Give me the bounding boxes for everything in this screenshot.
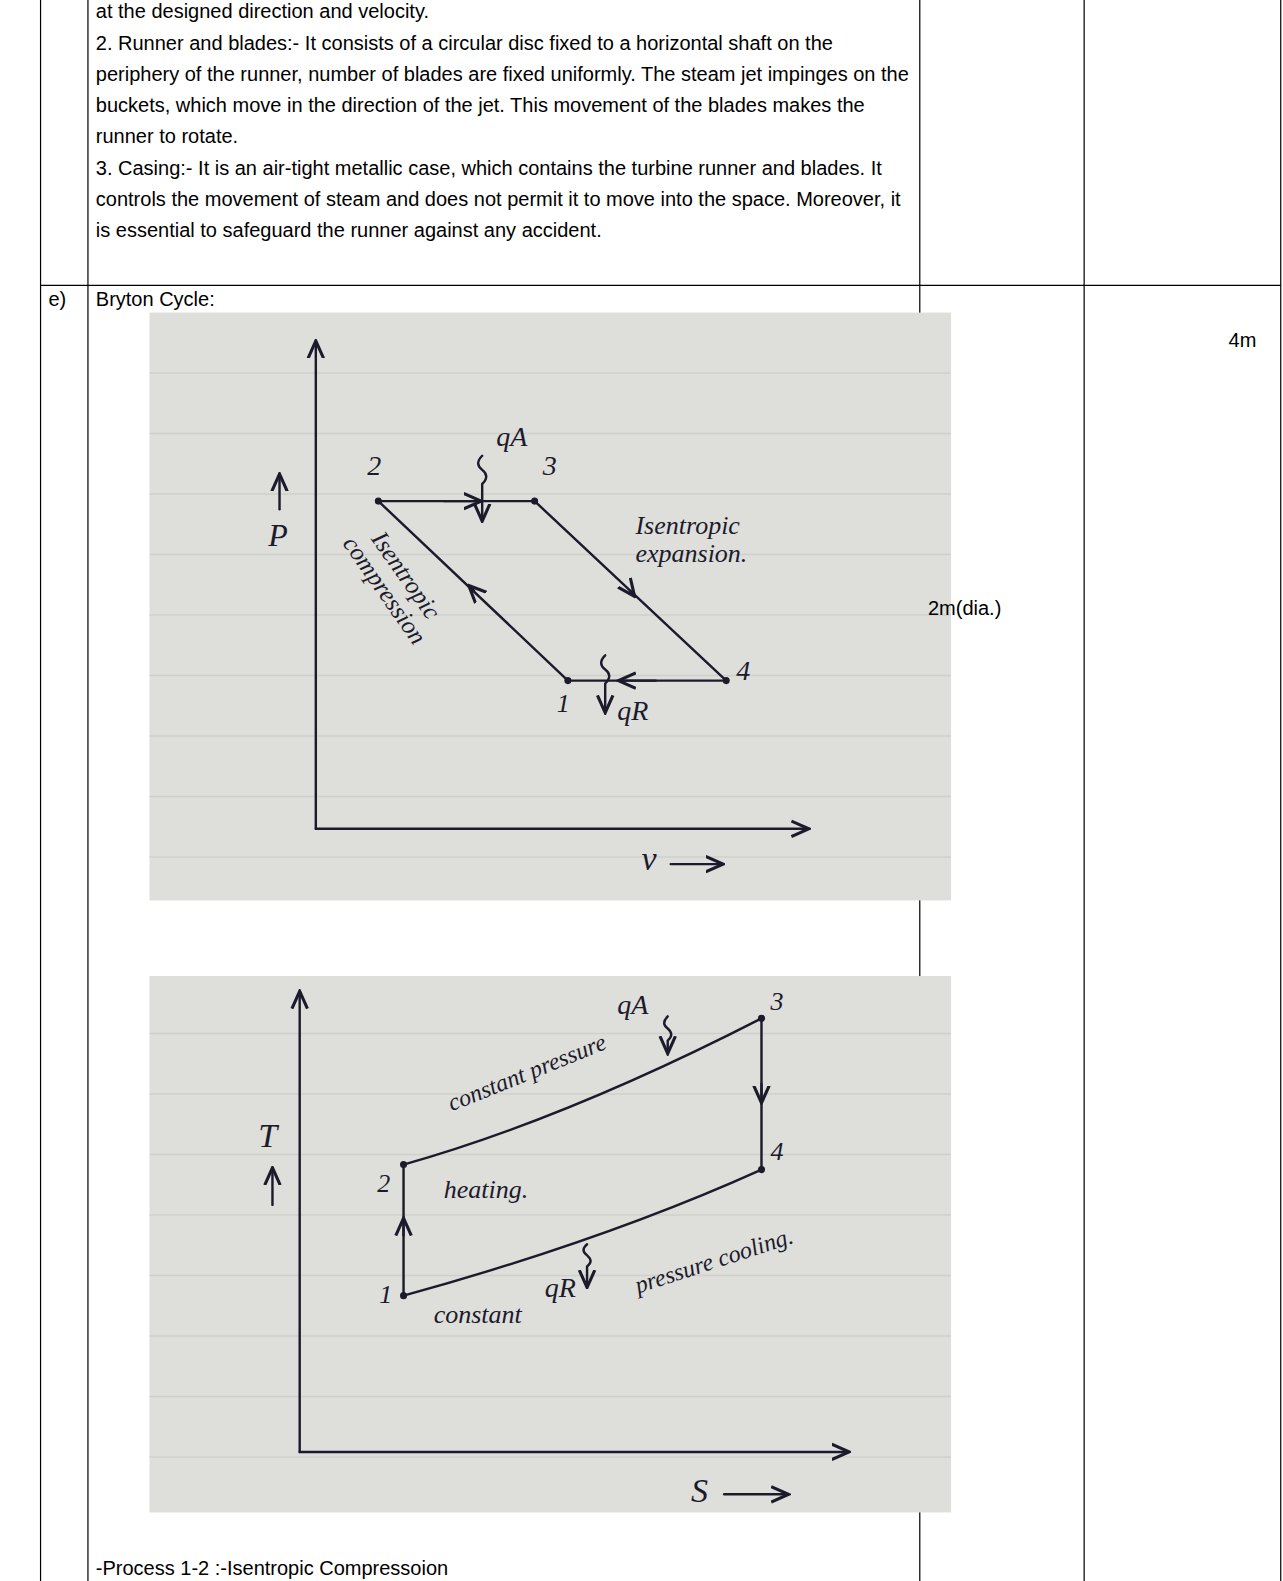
process-label: constant bbox=[434, 1301, 522, 1328]
row-label: e) bbox=[48, 288, 66, 311]
heat-label: qR bbox=[617, 696, 648, 725]
point-number: 2 bbox=[377, 1170, 390, 1197]
ts-photo bbox=[149, 976, 951, 1512]
table-text: 3. Casing:- It is an air-tight metallic … bbox=[96, 153, 918, 246]
table-grid bbox=[41, 0, 1281, 1581]
point-number: 2 bbox=[367, 451, 381, 480]
process-label: heating. bbox=[444, 1176, 529, 1203]
pv-photo bbox=[149, 313, 951, 901]
marks-text: 2m(dia.) bbox=[928, 597, 1001, 620]
point-number: 4 bbox=[736, 656, 750, 685]
point-number: 4 bbox=[771, 1138, 784, 1165]
point-number: 1 bbox=[379, 1281, 392, 1308]
heat-label: qR bbox=[545, 1273, 576, 1302]
axis-label: v bbox=[642, 841, 657, 877]
point-number: 1 bbox=[557, 690, 570, 717]
heading-text: Bryton Cycle: bbox=[96, 288, 215, 311]
process-text: -Process 1-2 :-Isentropic Compressoion bbox=[96, 1557, 448, 1580]
process-label: Isentropic expansion. bbox=[635, 512, 786, 567]
table-text: at the designed direction and velocity. bbox=[96, 0, 918, 27]
marks-text: 4m bbox=[1229, 329, 1257, 352]
point-number: 3 bbox=[771, 988, 784, 1015]
heat-label: qA bbox=[496, 422, 527, 451]
table-text: 2. Runner and blades:- It consists of a … bbox=[96, 28, 918, 152]
heat-label: qA bbox=[617, 990, 648, 1019]
axis-label: S bbox=[691, 1473, 708, 1509]
point-number: 3 bbox=[543, 451, 557, 480]
axis-label: T bbox=[258, 1118, 277, 1154]
axis-label: P bbox=[268, 519, 288, 553]
